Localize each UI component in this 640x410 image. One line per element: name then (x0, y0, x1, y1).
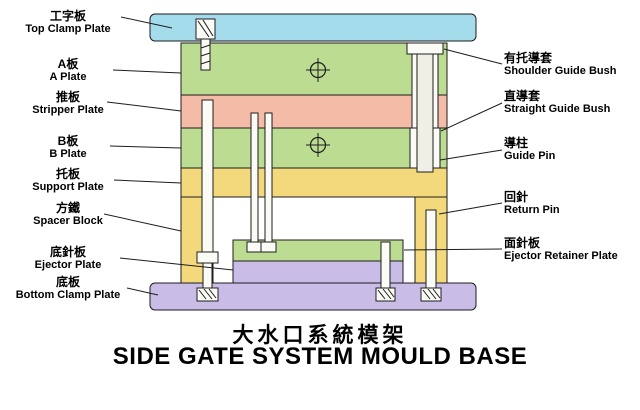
label-ejector-retainer-plate: 面針板 Ejector Retainer Plate (504, 237, 618, 263)
top-screw-hatch (197, 20, 210, 38)
leader-stripper-plate (106, 101, 182, 112)
label-bottom-clamp-plate-en: Bottom Clamp Plate (15, 289, 121, 301)
label-top-clamp-plate-zh: 工字板 (49, 9, 86, 23)
top-screw-thread (200, 52, 211, 57)
label-guide-pin: 導柱 Guide Pin (504, 137, 555, 163)
label-stripper-plate-en: Stripper Plate (32, 104, 104, 116)
left-bolt-hatch (208, 288, 217, 299)
top-screw (195, 18, 216, 71)
left-bolt-head-shape (196, 287, 219, 302)
label-spacer-block-zh: 方鐵 (55, 201, 80, 215)
label-bottom-clamp-plate: 底板 Bottom Clamp Plate (2, 276, 134, 302)
label-shoulder-guide-bush-zh: 有托導套 (504, 51, 553, 65)
left-bolt-hatch (198, 289, 207, 300)
leader-shoulder-guide-bush (443, 48, 503, 65)
right-screw-hatch (422, 289, 431, 300)
label-spacer-block-en: Spacer Block (33, 215, 103, 227)
center-screw-hatch (377, 289, 386, 300)
label-b-plate-en: B Plate (49, 148, 87, 160)
label-support-plate-zh: 托板 (55, 167, 80, 181)
label-return-pin: 回針 Return Pin (504, 191, 560, 217)
label-straight-guide-bush-zh: 直導套 (504, 89, 541, 103)
label-ejector-plate-zh: 底針板 (49, 245, 86, 259)
leader-ejector-retainer-plate (403, 248, 503, 251)
label-stripper-plate: 推板 Stripper Plate (2, 91, 134, 117)
label-straight-guide-bush: 直導套 Straight Guide Bush (504, 90, 610, 116)
label-stripper-plate-zh: 推板 (55, 90, 80, 104)
guide-pin-assembly (406, 42, 444, 173)
label-b-plate-zh: B板 (57, 134, 79, 148)
label-a-plate-en: A Plate (49, 71, 87, 83)
ejector-pin-shape (264, 112, 273, 247)
label-support-plate-en: Support Plate (32, 181, 104, 193)
guide-pin-shape (416, 53, 434, 173)
label-b-plate: B板 B Plate (2, 135, 134, 161)
label-top-clamp-plate: 工字板 Top Clamp Plate (2, 10, 134, 36)
support-plate-shape (180, 167, 448, 198)
right-screw-hatch (427, 288, 437, 300)
return-pin-head-shape (196, 251, 219, 264)
ejector-plate-shape (232, 260, 404, 284)
leader-lines (103, 16, 503, 296)
label-a-plate-zh: A板 (57, 57, 79, 71)
stripper-plate-shape (180, 94, 448, 129)
ejector-pin-head-shape (246, 241, 263, 253)
label-spacer-block: 方鐵 Spacer Block (2, 202, 134, 228)
label-shoulder-guide-bush-en: Shoulder Guide Bush (504, 65, 617, 77)
label-support-plate: 托板 Support Plate (2, 168, 134, 194)
b-plate-shape (180, 127, 448, 169)
leader-straight-guide-bush (440, 102, 503, 132)
top-screw-thread (200, 60, 211, 65)
label-ejector-plate-en: Ejector Plate (34, 259, 102, 271)
label-shoulder-guide-bush: 有托導套 Shoulder Guide Bush (504, 52, 616, 78)
shoulder-guide-bush-flange-shape (406, 42, 444, 55)
ejector-pin-head-shape (260, 241, 277, 253)
top-screw-thread (200, 44, 211, 49)
leader-a-plate (112, 69, 182, 74)
label-return-pin-zh: 回針 (504, 190, 529, 204)
ejector-pin-shape (250, 112, 259, 247)
leader-bottom-clamp-plate (126, 287, 159, 296)
label-top-clamp-plate-en: Top Clamp Plate (25, 23, 111, 35)
left-bolt-hatch (203, 288, 213, 300)
leader-guide-pin (439, 149, 503, 161)
title-english: SIDE GATE SYSTEM MOULD BASE (112, 343, 528, 370)
right-screw-hatch (432, 288, 441, 299)
leader-ejector-plate (119, 257, 234, 271)
leader-return-pin (438, 202, 503, 215)
label-ejector-plate: 底針板 Ejector Plate (2, 246, 134, 272)
leader-support-plate (113, 179, 182, 184)
top-clamp-plate-shape (149, 13, 477, 42)
right-screw-body-shape (425, 209, 437, 289)
label-guide-pin-en: Guide Pin (504, 150, 556, 162)
center-screw-body-shape (380, 241, 391, 289)
label-ejector-retainer-plate-en: Ejector Retainer Plate (504, 250, 618, 262)
right-screw-head-shape (420, 287, 442, 302)
label-ejector-retainer-plate-zh: 面針板 (504, 236, 541, 250)
label-guide-pin-zh: 導柱 (504, 136, 529, 150)
label-return-pin-en: Return Pin (504, 204, 560, 216)
label-straight-guide-bush-en: Straight Guide Bush (504, 103, 611, 115)
leader-top-clamp-plate (120, 16, 173, 29)
title-chinese: 大水口系統模架 (232, 324, 408, 347)
leader-b-plate (109, 145, 182, 149)
screw-hole-symbols (306, 58, 330, 157)
ejector-pins (246, 112, 277, 253)
label-bottom-clamp-plate-zh: 底板 (55, 275, 80, 289)
return-pin-assembly (196, 99, 219, 302)
bottom-screws (375, 209, 442, 302)
label-a-plate: A板 A Plate (2, 58, 134, 84)
center-screw-hatch (387, 288, 395, 298)
top-screw-hatch (202, 19, 214, 37)
return-pin-shape (201, 99, 214, 253)
a-plate-shape (180, 42, 448, 96)
leader-spacer-block (103, 213, 182, 232)
center-screw-hatch (382, 288, 392, 300)
